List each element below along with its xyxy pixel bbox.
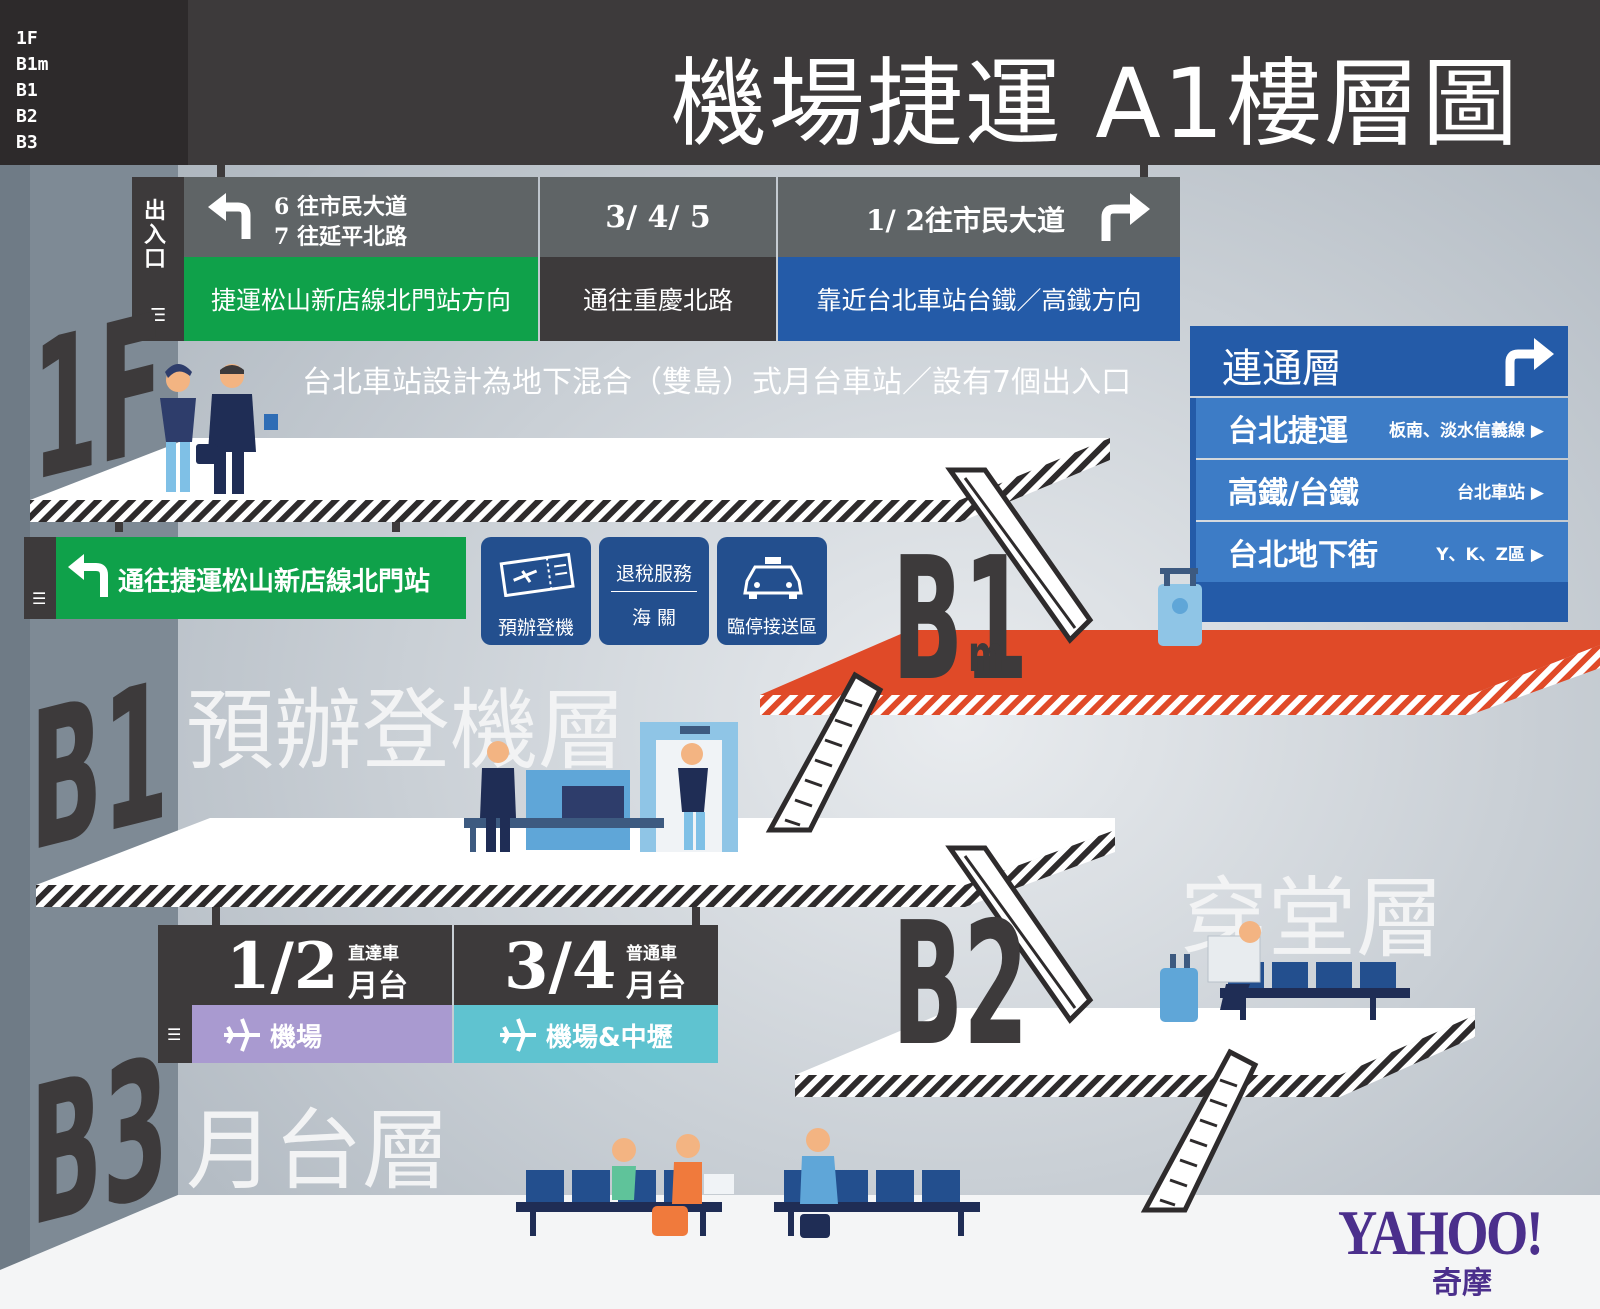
escalator-1f-b1m (945, 467, 1094, 644)
floor-label-b1m: B1 (892, 521, 1029, 719)
floor-index-panel: 1F B1m B1 B2 B3 (0, 0, 188, 165)
floor-slab-b1 (36, 818, 1115, 885)
platform-3-4-dest-label: 機場&中壢 (546, 1023, 673, 1053)
taxi-icon (743, 557, 803, 599)
platform-1-2-number: 1/2 (226, 929, 339, 1004)
platform-1-2-dest-label: 機場 (270, 1023, 323, 1053)
floor-index-b1: B1 (16, 80, 38, 101)
left-wall (0, 165, 178, 1270)
exit-sign-segment-2-bottom: 通往重慶北路 (540, 257, 776, 341)
connection-row-rail: 高鐵/台鐵 台北車站 ▶ (1190, 460, 1568, 520)
connection-level-header: 連通層 (1190, 326, 1568, 396)
exit-sign-segment-1-top: 6 往市民大道 7 往延平北路 (184, 177, 538, 257)
platform-3-4-header: 3/4 普通車 月台 (454, 925, 718, 1005)
menu-lines-icon: ☰ (167, 1025, 182, 1044)
travelers-1f-illustration (160, 364, 278, 494)
turn-right-arrow-icon (1505, 338, 1554, 386)
b1-direction-label: 通往捷運松山新店線北門站 (118, 567, 431, 597)
floor-index-b1m: B1m (16, 54, 49, 75)
yahoo-logo-sub: 奇摩 (1432, 1266, 1492, 1301)
connection-row-edge (1190, 398, 1196, 582)
platform-3-4-destination: 機場&中壢 (454, 1005, 718, 1063)
floor-slab-1f (30, 438, 1110, 500)
taxi-pickup-badge: 臨停接送區 (717, 537, 827, 645)
luggage-illustration (1158, 568, 1202, 646)
floor-index-b2: B2 (16, 106, 38, 127)
connection-row-mall-zones: Y、K、Z區 ▶ (1436, 544, 1544, 565)
floor-index-b3: B3 (16, 132, 38, 153)
connection-row-mrt-name: 台北捷運 (1228, 414, 1348, 449)
connection-row-mall: 台北地下街 Y、K、Z區 ▶ (1190, 522, 1568, 582)
b1-direction-sign: 通往捷運松山新店線北門站 (56, 537, 466, 619)
connection-row-mrt: 台北捷運 板南、淡水信義線 ▶ (1190, 398, 1568, 458)
turn-right-arrow-icon (1101, 193, 1150, 241)
platform-1-2-header: 1/2 直達車 月台 (192, 925, 452, 1005)
floor-label-b1m-suffix: m (968, 625, 1005, 683)
escalator-b2-b3 (1140, 1048, 1259, 1213)
station-note: 台北車站設計為地下混合（雙島）式月台車站／設有7個出入口 (302, 365, 1132, 400)
divider (611, 591, 697, 592)
escalator-b1-b2 (945, 845, 1094, 1024)
floor-label-b2: B2 (892, 886, 1029, 1084)
floor-slab-b2 (795, 1008, 1475, 1075)
b1-sign-side: ☰ (24, 537, 56, 619)
connection-level-footer (1190, 582, 1568, 622)
tax-refund-label: 退稅服務 (615, 563, 692, 585)
express-label: 直達車 (348, 944, 399, 964)
exit-sign-segment-2-top: 3/ 4/ 5 (540, 177, 776, 257)
connection-level-title: 連通層 (1222, 346, 1342, 392)
exit-7-label: 7 往延平北路 (274, 224, 407, 250)
platform-label: 月台 (348, 969, 408, 1004)
seating-b3-illustration (516, 1128, 980, 1238)
exit-sign-segment-3-top: 1/ 2往市民大道 (778, 177, 1180, 257)
pre-check-in-badge: 預辦登機 (481, 537, 591, 645)
floor-slab-b1m (760, 630, 1600, 695)
airplane-icon (224, 1018, 260, 1052)
connection-row-rail-name: 高鐵/台鐵 (1228, 476, 1359, 511)
b1-floor-name: 預辦登機層 (186, 679, 627, 782)
boarding-pass-icon (499, 552, 575, 597)
escalator-b1m-b1 (765, 671, 884, 833)
airplane-icon (500, 1018, 536, 1052)
platform-label: 月台 (626, 969, 686, 1004)
turn-left-arrow-icon (208, 193, 251, 239)
exit-sign-side: 出入口 ☰ (132, 177, 184, 341)
customs-label: 海 關 (631, 607, 677, 629)
floor-slab-b3 (0, 1195, 1600, 1309)
floor-index-1f: 1F (16, 28, 38, 49)
connection-row-mrt-lines: 板南、淡水信義線 ▶ (1389, 420, 1544, 441)
connection-row-rail-station: 台北車站 ▶ (1457, 482, 1544, 503)
seating-b2-illustration (1160, 921, 1410, 1022)
yahoo-logo: YAHOO! (1338, 1197, 1544, 1268)
security-check-illustration (464, 722, 738, 852)
menu-lines-icon: ☰ (32, 589, 47, 608)
header-bar (0, 0, 1600, 165)
exit-1-2-label: 1/ 2往市民大道 (866, 204, 1065, 237)
exit-sign-segment-3-bottom: 靠近台北車站台鐵／高鐵方向 (778, 257, 1180, 341)
platform-1-2-destination: 機場 (192, 1005, 452, 1063)
local-label: 普通車 (626, 944, 677, 964)
menu-lines-icon: ☰ (150, 305, 167, 326)
platform-sign-side: ☰ (158, 925, 192, 1063)
pre-check-in-label: 預辦登機 (497, 617, 574, 639)
tax-refund-badge: 退稅服務 海 關 (599, 537, 709, 645)
page-title: 機場捷運 A1樓層圖 (670, 48, 1520, 160)
turn-left-arrow-icon (68, 554, 108, 597)
connection-row-mall-name: 台北地下街 (1228, 538, 1378, 573)
platform-3-4-number: 3/4 (504, 929, 617, 1004)
exit-6-label: 6 往市民大道 (274, 194, 407, 220)
exit-side-label: 出入口 (144, 198, 167, 272)
exit-sign-segment-1-bottom: 捷運松山新店線北門站方向 (184, 257, 538, 341)
b3-floor-name: 月台層 (186, 1099, 451, 1202)
taxi-pickup-label: 臨停接送區 (727, 617, 817, 638)
